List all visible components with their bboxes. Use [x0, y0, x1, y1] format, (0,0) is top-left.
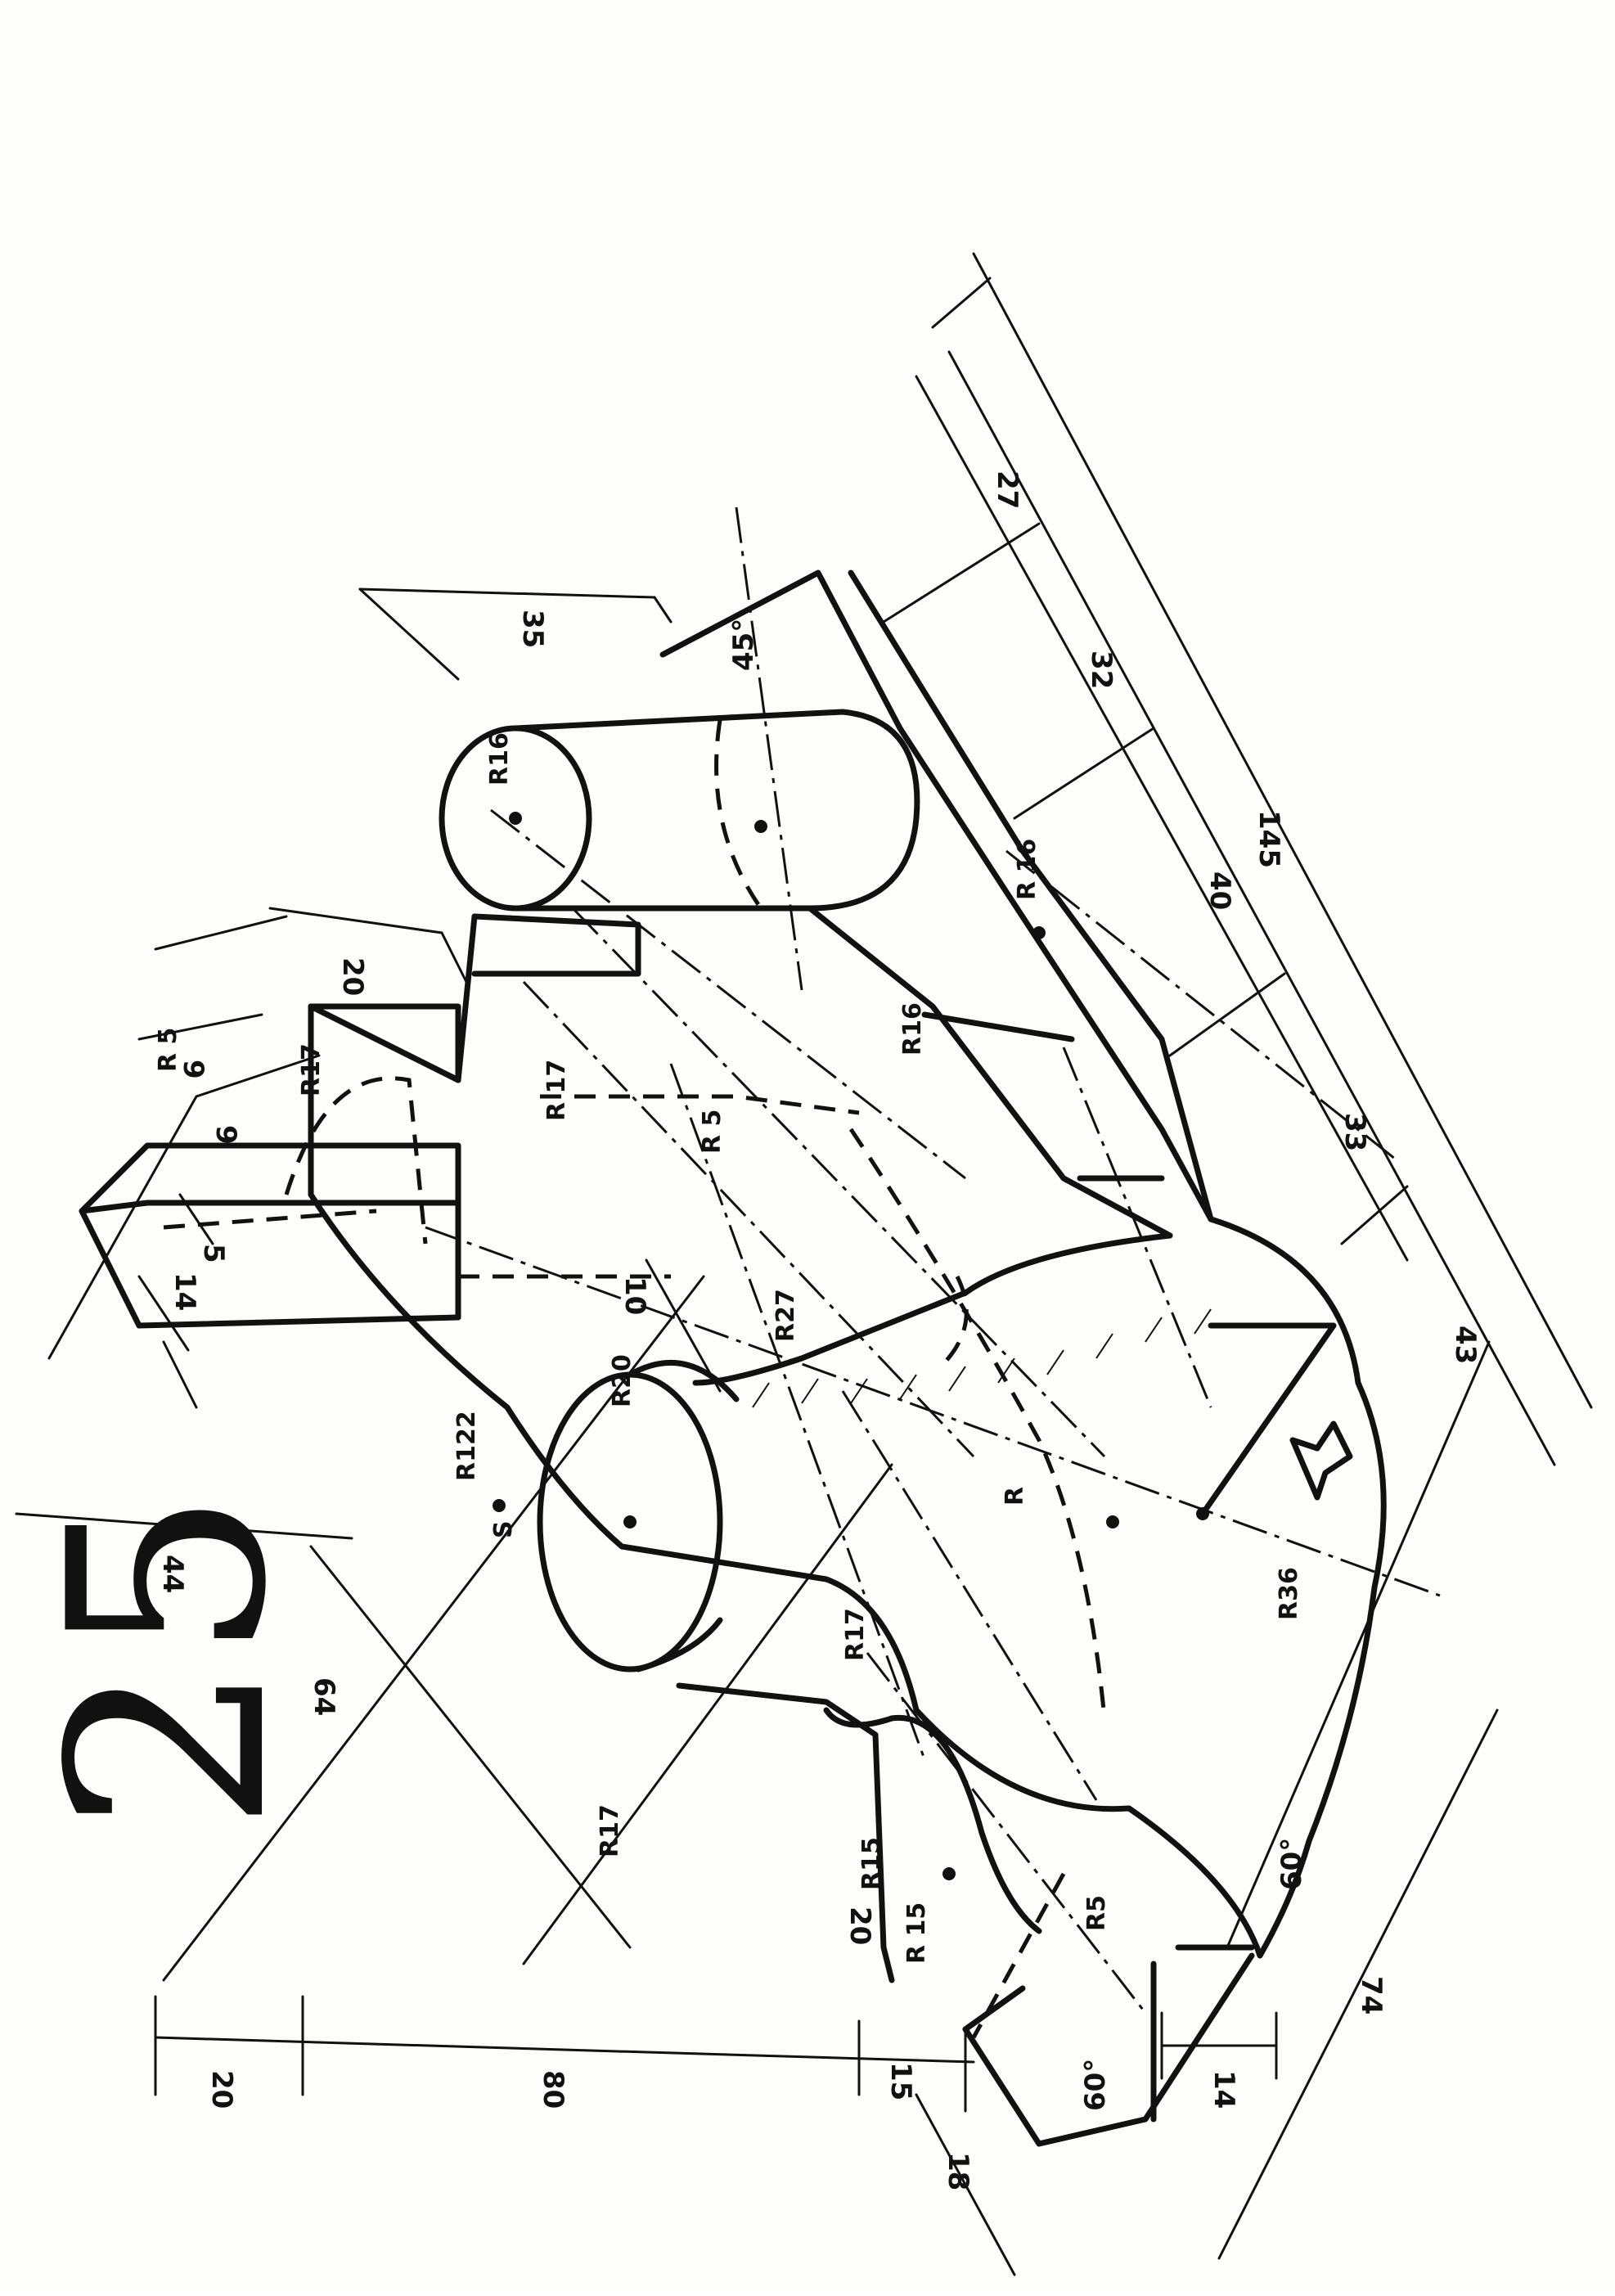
- sheet-number: 25: [11, 1489, 326, 1833]
- label-45-deg: 45°: [727, 619, 760, 671]
- dim-64: 64: [308, 1677, 340, 1716]
- label-r5-low: R5: [1082, 1895, 1111, 1931]
- hidden-lines: [163, 719, 1107, 2039]
- dim-145: 145: [1253, 810, 1285, 868]
- visible-outline: [79, 569, 1387, 2147]
- dim-14-top: 14: [169, 1272, 201, 1311]
- label-r5-top: R 5: [154, 1028, 182, 1072]
- dim-20-top: 20: [336, 957, 369, 996]
- dim-9a: 9: [177, 1060, 209, 1079]
- dim-40: 40: [1203, 871, 1236, 910]
- angle-labels: 45° 60° 60°: [727, 619, 1308, 2111]
- label-r15-a: R15: [857, 1837, 886, 1890]
- label-r17-a: R17: [297, 1043, 326, 1096]
- dim-14: 14: [1208, 2070, 1240, 2109]
- label-r: R: [1001, 1487, 1029, 1506]
- dim-44: 44: [156, 1555, 189, 1593]
- dim-5-top: 5: [197, 1244, 230, 1263]
- dim-32: 32: [1085, 651, 1118, 689]
- label-60-deg-low: 60°: [1079, 2059, 1112, 2111]
- section-hatching: [752, 1308, 1337, 1517]
- label-r122: R122: [452, 1411, 481, 1481]
- center-lines: [425, 506, 1441, 2014]
- dim-20-left: 20: [205, 2070, 238, 2109]
- label-r27: R27: [772, 1289, 800, 1342]
- label-r16-c: R 16: [1013, 839, 1041, 900]
- dim-20-lower: 20: [843, 1907, 876, 1945]
- dim-27: 27: [991, 470, 1023, 509]
- dimension-labels: 44 64 20 80 15 18 14 74 43 33 40 145 32 …: [156, 470, 1482, 2190]
- label-r17-c: R17: [841, 1608, 870, 1661]
- label-r17-b: R 17: [542, 1060, 571, 1121]
- label-r5-mid: R 5: [698, 1110, 727, 1154]
- label-r16-b: R16: [898, 1002, 927, 1056]
- dim-18: 18: [942, 2152, 974, 2190]
- view-direction-arrow-icon: [1289, 1420, 1353, 1501]
- label-r20: R20: [608, 1354, 637, 1407]
- dim-43: 43: [1449, 1326, 1482, 1364]
- radius-labels: R 5 R 5 R17 R 17 R122 R20 R27 R R36 R17 …: [154, 732, 1303, 1964]
- label-r15-b: R 15: [902, 1902, 931, 1964]
- dim-15: 15: [884, 2062, 917, 2100]
- dimension-lines: [15, 252, 1593, 2276]
- dim-80: 80: [537, 2070, 569, 2109]
- label-60-deg-right: 60°: [1275, 1838, 1308, 1890]
- dim-35: 35: [516, 610, 549, 648]
- label-r36: R36: [1275, 1567, 1303, 1620]
- dim-33: 33: [1338, 1113, 1371, 1151]
- label-s: S: [489, 1520, 518, 1538]
- center-points: [493, 812, 1209, 1880]
- label-r17-d: R17: [596, 1804, 624, 1857]
- label-r16-a: R16: [485, 732, 514, 786]
- dim-9b: 9: [209, 1125, 242, 1145]
- dim-10: 10: [619, 1276, 651, 1315]
- dim-74: 74: [1355, 1976, 1388, 2015]
